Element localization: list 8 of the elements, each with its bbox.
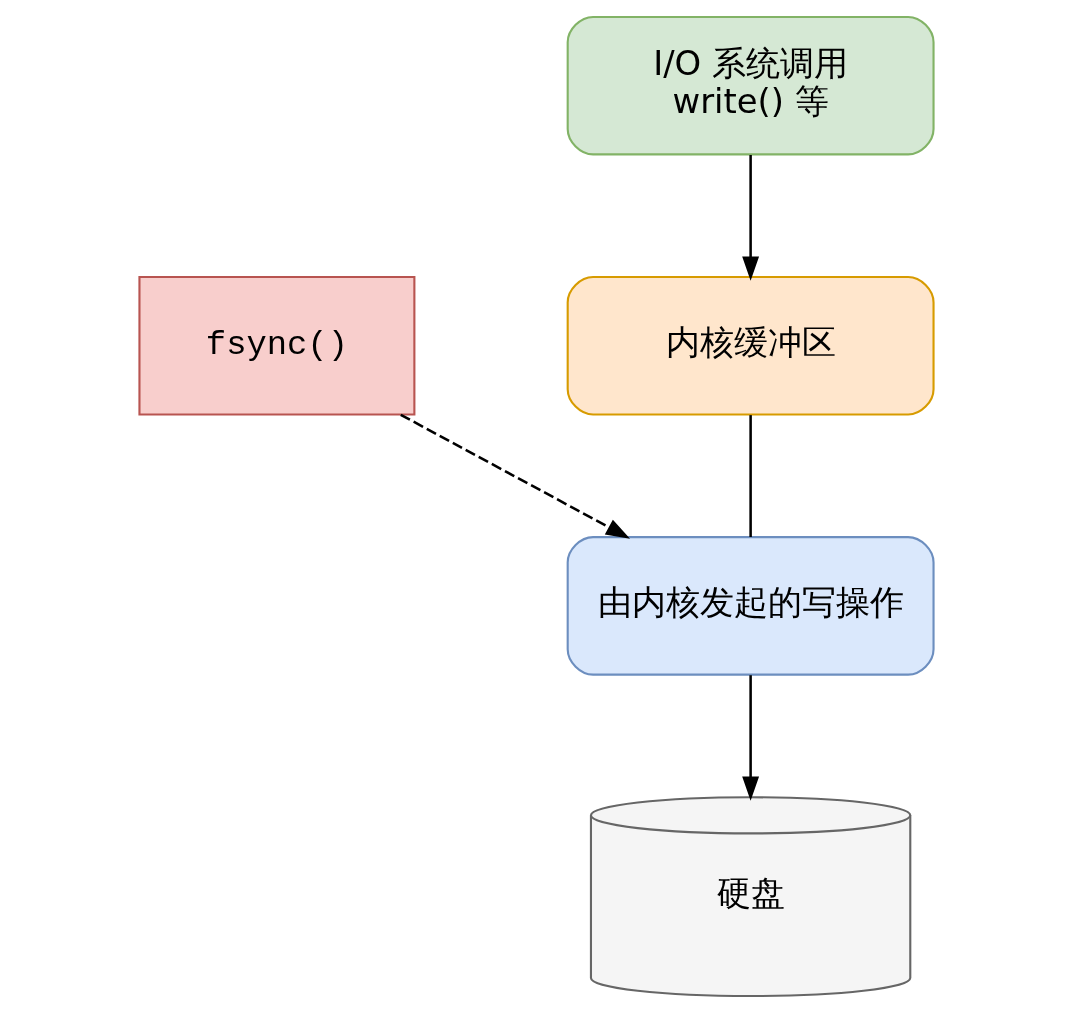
node-box: I/O 系统调用 write() 等 [566, 15, 935, 156]
connector [749, 415, 752, 537]
arrow [742, 155, 760, 281]
arrow [742, 675, 760, 801]
arrow [400, 413, 631, 539]
node-box: fsync() [138, 276, 416, 416]
node-box: 内核缓冲区 [566, 276, 935, 416]
node-box: 由内核发起的写操作 [566, 536, 935, 676]
